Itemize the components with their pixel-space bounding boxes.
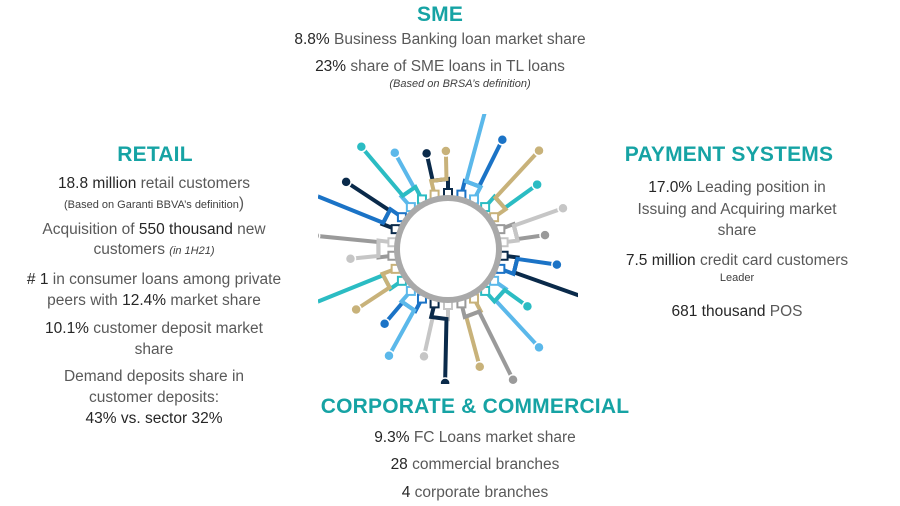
circuit-node [420, 147, 433, 160]
retail-acquisition: Acquisition of 550 thousand new [42, 221, 266, 238]
payment-cards-note: Leader [719, 272, 755, 284]
payment-cards: 7.5 million credit card customers [625, 252, 849, 269]
sme-title: SME [416, 3, 464, 26]
circuit-trace [492, 149, 541, 219]
circuit-trace [499, 256, 558, 277]
payment-title: PAYMENT SYSTEMS [624, 143, 834, 166]
corporate-corporate-branches: 4 corporate branches [401, 484, 549, 501]
circuit-node [439, 377, 451, 384]
circuit-node [344, 252, 357, 265]
retail-demand-line1: Demand deposits share in [63, 368, 245, 385]
circuit-trace [359, 145, 424, 201]
circuit-node [318, 231, 321, 241]
circuit-node [557, 202, 569, 214]
circuit-node [539, 229, 551, 241]
sme-loan-share: 8.8% Business Banking loan market share [294, 31, 586, 48]
payment-issuing-line3: share [717, 222, 757, 239]
retail-deposit-share: 10.1% customer deposit market [45, 320, 263, 337]
chip-core [400, 201, 496, 297]
circuit-node [531, 178, 543, 191]
circuit-node [507, 373, 519, 384]
circuit-trace [428, 150, 449, 196]
retail-deposit-share-line2: share [134, 341, 174, 358]
circuit-node [350, 303, 362, 316]
circuit-node [418, 350, 430, 363]
retail-consumer-rank: # 1 in consumer loans among private [26, 271, 282, 288]
payment-pos: 681 thousand POS [671, 303, 803, 320]
payment-issuing: 17.0% Leading position in [648, 179, 826, 196]
circuit-node [521, 300, 534, 313]
circuit-trace [503, 206, 564, 245]
corporate-title: CORPORATE & COMMERCIAL [320, 395, 630, 418]
circuit-trace [459, 302, 515, 381]
retail-customers-note: (Based on Garanti BBVA’s definition) [63, 195, 245, 212]
circuit-node [551, 258, 563, 271]
corporate-commercial-branches: 28 commercial branches [390, 456, 560, 473]
circuit-node [355, 141, 368, 153]
circuit-node [383, 350, 395, 362]
circuit-node [496, 134, 509, 146]
circuit-trace [499, 221, 546, 242]
circuit-node [533, 144, 545, 157]
payment-issuing-line2: Issuing and Acquiring market [637, 201, 837, 218]
circuit-trace [428, 302, 449, 384]
circuit-trace [387, 289, 417, 357]
retail-customers: 18.8 million retail customers [57, 175, 251, 192]
circuit-node [378, 317, 391, 330]
circuit-trace [492, 279, 541, 349]
circuit-chip-icon [318, 114, 578, 384]
sme-note: (Based on BRSA’s definition) [389, 78, 531, 90]
corporate-fc-loans: 9.3% FC Loans market share [374, 429, 576, 446]
retail-consumer-rank-line2: peers with 12.4% market share [47, 292, 261, 309]
circuit-node [533, 341, 545, 354]
circuit-trace [393, 151, 417, 209]
retail-demand-line2: customer deposits: [88, 389, 220, 406]
retail-title: RETAIL [117, 143, 193, 166]
circuit-trace [318, 194, 404, 226]
retail-acquisition-line2: customers (in 1H21) [93, 241, 215, 258]
retail-demand-line3: 43% vs. sector 32% [85, 410, 223, 427]
circuit-node [474, 361, 486, 373]
circuit-node [440, 145, 452, 157]
circuit-trace [463, 297, 484, 368]
sme-tl-share: 23% share of SME loans in TL loans [315, 58, 565, 75]
circuit-trace [345, 180, 397, 232]
circuit-node [389, 146, 401, 159]
circuit-trace [483, 182, 539, 211]
circuit-trace [355, 266, 397, 312]
circuit-trace [463, 114, 487, 201]
circuit-trace [350, 238, 393, 261]
circuit-trace [483, 287, 529, 309]
circuit-node [340, 176, 352, 188]
